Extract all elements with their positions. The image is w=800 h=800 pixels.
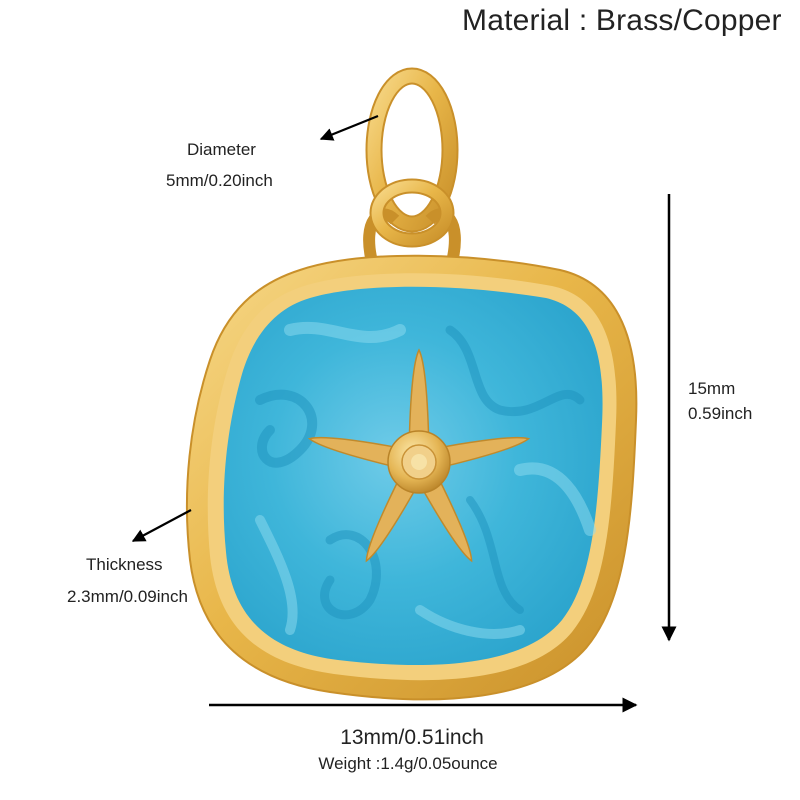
jump-ring-large	[365, 67, 459, 233]
starfish-motif	[307, 348, 531, 563]
diameter-label: Diameter	[187, 140, 256, 159]
height-value-inch: 0.59inch	[688, 404, 753, 423]
weight-value: Weight :1.4g/0.05ounce	[318, 754, 498, 773]
material-title: Material : Brass/Copper	[462, 4, 782, 37]
dimension-lines	[131, 114, 677, 713]
thickness-arrow	[131, 509, 192, 542]
diameter-value: 5mm/0.20inch	[166, 171, 273, 190]
thickness-value: 2.3mm/0.09inch	[67, 587, 188, 606]
thickness-label: Thickness	[86, 555, 163, 574]
height-value-mm: 15mm	[688, 379, 736, 398]
jump-ring-small	[369, 178, 455, 248]
diameter-arrow	[319, 114, 379, 141]
pendant-disc	[185, 254, 638, 701]
width-value: 13mm/0.51inch	[340, 726, 484, 749]
